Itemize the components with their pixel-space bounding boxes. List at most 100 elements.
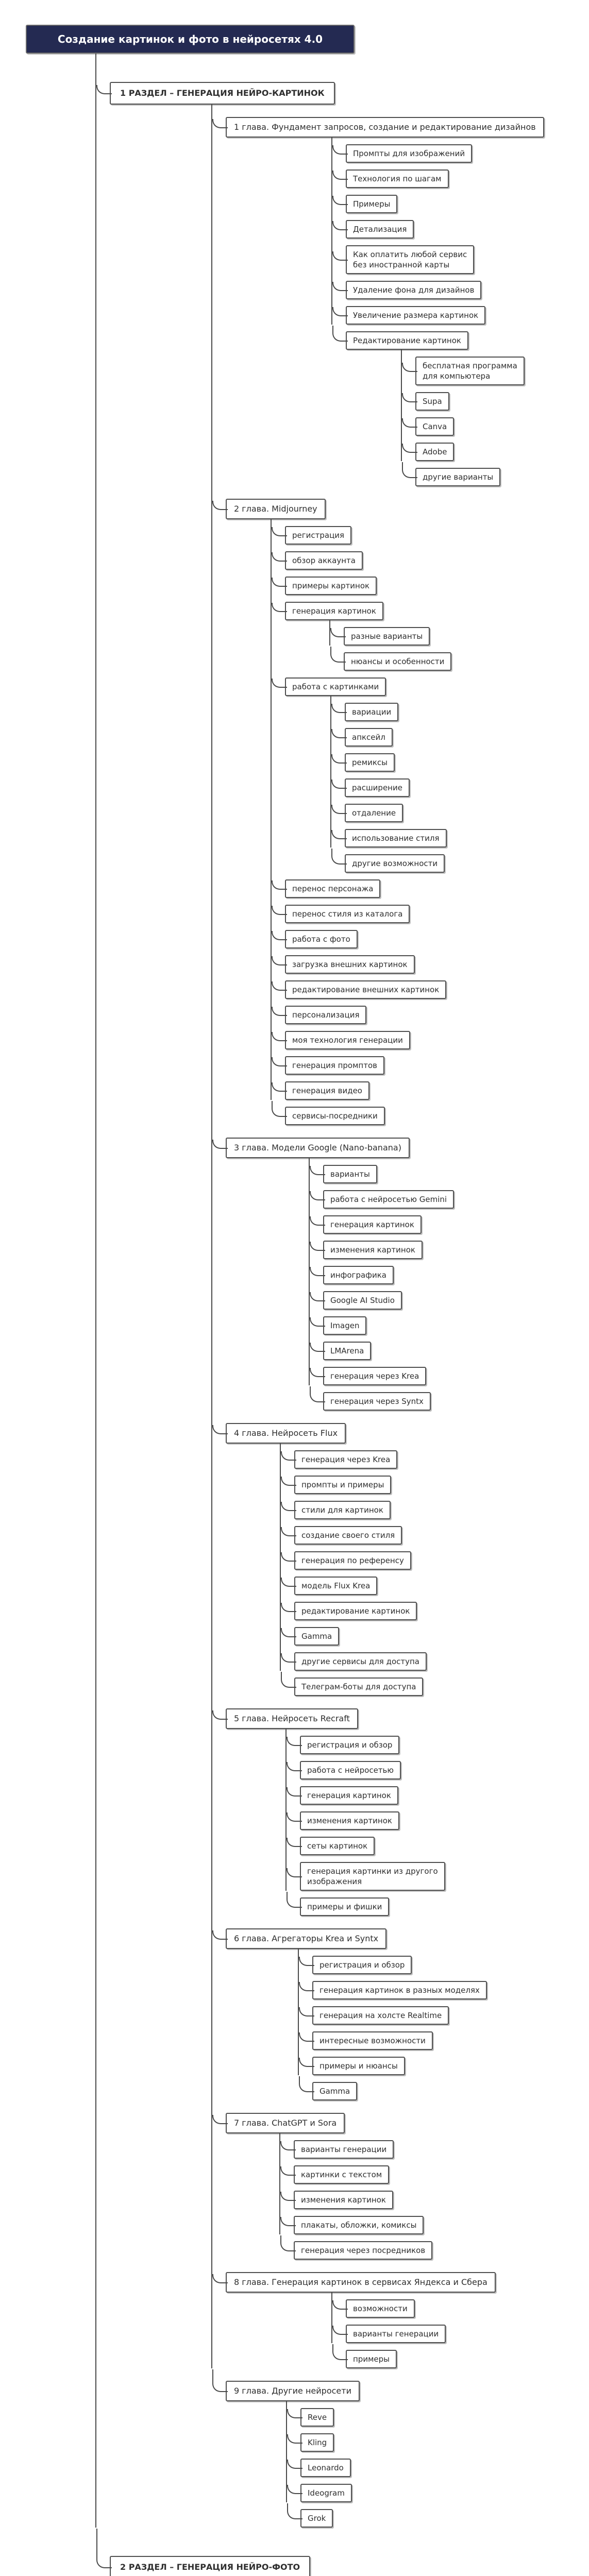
section-box[interactable]: 1 РАЗДЕЛ – ГЕНЕРАЦИЯ НЕЙРО-КАРТИНОК <box>96 82 335 105</box>
leaf-box[interactable]: генерация через Krea <box>280 1450 398 1469</box>
chapter-box[interactable]: 4 глава. Нейросеть Flux <box>212 1423 346 1444</box>
leaf-box[interactable]: стили для картинок <box>281 1501 391 1519</box>
leaf-box[interactable]: отдаление <box>331 804 403 822</box>
leaf-box[interactable]: Imagen <box>309 1316 367 1335</box>
leaf-box[interactable]: генерация картинок <box>287 1786 398 1805</box>
leaf-box[interactable]: работа с нейросетью Gemini <box>309 1190 455 1209</box>
leaf-box[interactable]: Как оплатить любой сервис без иностранно… <box>332 245 475 274</box>
leaf-box[interactable]: Редактирование картинок <box>332 326 468 350</box>
leaf-box[interactable]: изменения картинок <box>280 2191 393 2209</box>
leaf-box[interactable]: персонализация <box>271 1006 367 1024</box>
leaf-box[interactable]: регистрация и обзор <box>286 1736 400 1754</box>
leaf-box[interactable]: расширение <box>331 778 410 797</box>
mindmap-node: регистрация <box>271 519 584 545</box>
leaf-box[interactable]: генерация промптов <box>272 1056 384 1075</box>
leaf-box[interactable]: создание своего стиля <box>280 1526 402 1545</box>
root-box[interactable]: Создание картинок и фото в нейросетях 4.… <box>26 25 355 54</box>
leaf-box[interactable]: сервисы-посредники <box>272 1101 385 1125</box>
leaf-box[interactable]: Kling <box>287 2433 334 2452</box>
leaf-box[interactable]: работа с картинками <box>271 677 386 696</box>
leaf-box[interactable]: генерация через Syntx <box>310 1386 431 1411</box>
leaf-box[interactable]: изменения картинок <box>287 1811 399 1830</box>
leaf-box[interactable]: Примеры <box>332 195 398 213</box>
leaf-box[interactable]: обзор аккаунта <box>272 551 363 570</box>
leaf-box[interactable]: Grok <box>287 2503 333 2528</box>
leaf-box[interactable]: нюансы и особенности <box>330 647 452 671</box>
mindmap-node: разные варианты <box>329 620 584 646</box>
leaf-box[interactable]: генерация картинок <box>272 602 383 620</box>
leaf-box[interactable]: варианты генерации <box>280 2140 394 2159</box>
leaf-box[interactable]: Gamma <box>298 2076 358 2100</box>
leaf-box[interactable]: Adobe <box>401 443 455 461</box>
leaf-box[interactable]: другие возможности <box>331 849 445 873</box>
leaf-box[interactable]: перенос стиля из каталога <box>271 905 410 923</box>
leaf-box[interactable]: регистрация и обзор <box>298 1956 412 1974</box>
leaf-box[interactable]: плакаты, обложки, комиксы <box>280 2216 424 2234</box>
leaf-box[interactable]: инфографика <box>310 1266 394 1284</box>
chapter-box[interactable]: 1 глава. Фундамент запросов, создание и … <box>212 117 544 138</box>
chapter-box[interactable]: 6 глава. Агрегаторы Krea и Syntx <box>212 1928 387 1949</box>
leaf-box[interactable]: Supa <box>402 392 449 411</box>
chapter-box[interactable]: 9 глава. Другие нейросети <box>212 2369 360 2401</box>
leaf-box[interactable]: варианты <box>310 1165 377 1183</box>
leaf-box[interactable]: апксейл <box>331 728 393 747</box>
leaf-box[interactable]: бесплатная программа для компьютера <box>402 357 525 385</box>
leaf-box[interactable]: изменения картинок <box>310 1241 423 1259</box>
leaf-box[interactable]: промпты и примеры <box>280 1476 392 1494</box>
leaf-box[interactable]: генерация через посредников <box>280 2235 433 2260</box>
leaf-box[interactable]: генерация на холсте Realtime <box>298 2006 449 2025</box>
leaf-box[interactable]: другие варианты <box>401 462 501 486</box>
leaf-box[interactable]: редактирование картинок <box>280 1602 417 1620</box>
leaf-box[interactable]: интересные возможности <box>299 2031 433 2050</box>
leaf-box[interactable]: Телеграм-боты для доступа <box>280 1672 424 1696</box>
leaf-box[interactable]: Leonardo <box>287 2459 351 2477</box>
leaf-box[interactable]: Gamma <box>280 1627 340 1646</box>
mindmap-node: обзор аккаунта <box>271 545 584 570</box>
leaf-box[interactable]: моя технология генерации <box>272 1031 410 1049</box>
chapter-box[interactable]: 8 глава. Генерация картинок в сервисах Я… <box>212 2272 496 2293</box>
leaf-box[interactable]: генерация по референсу <box>281 1551 411 1570</box>
section-box[interactable]: 2 РАЗДЕЛ – ГЕНЕРАЦИЯ НЕЙРО-ФОТО <box>96 2529 311 2576</box>
leaf-box[interactable]: работа с фото <box>272 930 358 948</box>
leaf-box[interactable]: загрузка внешних картинок <box>272 955 415 974</box>
leaf-box[interactable]: варианты генерации <box>332 2325 446 2343</box>
leaf-box[interactable]: примеры картинок <box>271 577 377 595</box>
chapter-box[interactable]: 3 глава. Модели Google (Nano-banana) <box>212 1138 410 1158</box>
leaf-box[interactable]: использование стиля <box>331 829 447 848</box>
leaf-box[interactable]: разные варианты <box>330 627 430 646</box>
leaf-box[interactable]: примеры <box>332 2344 397 2368</box>
chapter-box[interactable]: 5 глава. Нейросеть Recraft <box>212 1708 358 1729</box>
chapter-box[interactable]: 2 глава. Midjourney <box>212 499 326 519</box>
leaf-box[interactable]: Увеличение размера картинок <box>332 306 486 325</box>
leaf-box[interactable]: другие сервисы для доступа <box>281 1652 427 1671</box>
leaf-box[interactable]: Google AI Studio <box>310 1291 402 1310</box>
mindmap-node: Supa <box>401 385 584 411</box>
leaf-box[interactable]: вариации <box>331 703 399 721</box>
leaf-box[interactable]: генерация картинки из другого изображени… <box>287 1862 445 1891</box>
chapter-box[interactable]: 7 глава. ChatGPT и Sora <box>212 2113 345 2133</box>
leaf-box[interactable]: картинки с текстом <box>280 2165 390 2184</box>
leaf-box[interactable]: примеры и нюансы <box>299 2057 405 2075</box>
leaf-box[interactable]: сеты картинок <box>286 1837 375 1855</box>
leaf-box[interactable]: Промпты для изображений <box>332 144 473 163</box>
leaf-box[interactable]: генерация через Krea <box>309 1367 427 1385</box>
leaf-box[interactable]: перенос персонажа <box>271 879 381 898</box>
leaf-box[interactable]: Удаление фона для дизайнов <box>332 281 482 299</box>
leaf-box[interactable]: генерация видео <box>272 1081 369 1100</box>
leaf-box[interactable]: Canva <box>401 417 455 436</box>
leaf-box[interactable]: возможности <box>332 2299 415 2318</box>
leaf-box[interactable]: редактирование внешних картинок <box>271 980 447 999</box>
mindmap-node: Детализация <box>331 213 584 239</box>
leaf-box[interactable]: Технология по шагам <box>332 170 449 188</box>
leaf-box[interactable]: Reve <box>287 2408 334 2427</box>
leaf-box[interactable]: LMArena <box>309 1342 372 1360</box>
leaf-box[interactable]: примеры и фишки <box>286 1892 390 1916</box>
leaf-box[interactable]: регистрация <box>271 526 352 545</box>
leaf-box[interactable]: работа с нейросетью <box>286 1761 401 1780</box>
leaf-box[interactable]: генерация картинок в разных моделях <box>299 1981 487 1999</box>
leaf-box[interactable]: Детализация <box>332 220 414 239</box>
leaf-box[interactable]: ремиксы <box>331 753 395 772</box>
leaf-box[interactable]: модель Flux Krea <box>280 1577 378 1595</box>
leaf-box[interactable]: Ideogram <box>287 2484 352 2502</box>
leaf-box[interactable]: генерация картинок <box>310 1215 422 1234</box>
